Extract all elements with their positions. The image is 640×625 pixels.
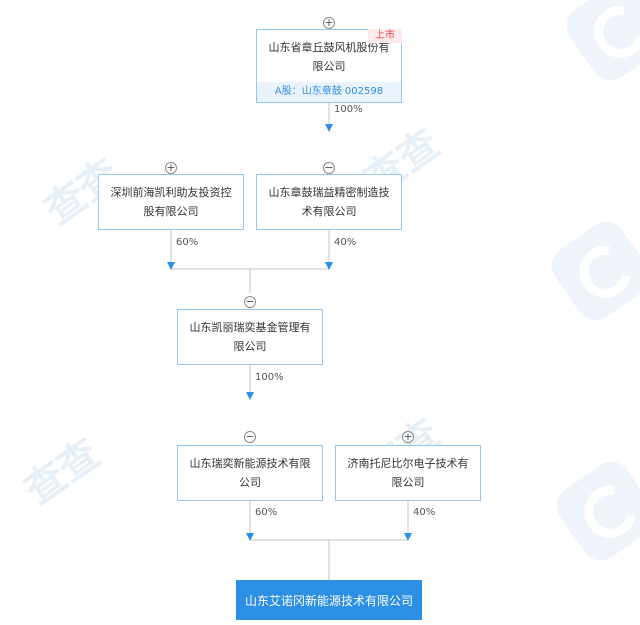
- node-target-ainuogang[interactable]: 山东艾诺冈新能源技术有限公司: [236, 580, 422, 620]
- node-name: 济南托尼比尔电子技术有限公司: [347, 457, 469, 489]
- node-zhanggu-ruiyi-jingmi[interactable]: 山东章鼓瑞益精密制造技术有限公司: [256, 174, 402, 230]
- arrow-head: [167, 262, 175, 270]
- node-name: 山东艾诺冈新能源技术有限公司: [244, 593, 413, 608]
- edge-percent-label: 60%: [176, 237, 199, 248]
- node-name: 山东凯丽瑞奕基金管理有限公司: [189, 321, 311, 353]
- arrow-head: [246, 533, 254, 541]
- collapse-toggle-icon[interactable]: −: [244, 295, 256, 308]
- arrow-head: [325, 262, 333, 270]
- expand-toggle-icon[interactable]: +: [402, 430, 414, 443]
- node-kaili-ruiyi-fund[interactable]: 山东凯丽瑞奕基金管理有限公司: [177, 309, 323, 365]
- node-shenzhen-qianhai[interactable]: 深圳前海凯利助友投资控股有限公司: [98, 174, 244, 230]
- expand-toggle-icon[interactable]: +: [165, 161, 177, 174]
- node-jinan-tuoni-bier[interactable]: 济南托尼比尔电子技术有限公司: [335, 445, 481, 501]
- edge-percent-label: 100%: [334, 104, 363, 115]
- node-name: 山东章鼓瑞益精密制造技术有限公司: [268, 186, 390, 218]
- edge-percent-label: 100%: [255, 372, 284, 383]
- stock-code[interactable]: A股：山东章鼓 002598: [257, 82, 401, 102]
- arrow-head: [404, 533, 412, 541]
- collapse-toggle-icon[interactable]: −: [323, 161, 335, 174]
- arrow-head: [325, 124, 333, 132]
- node-ruiyi-new-energy[interactable]: 山东瑞奕新能源技术有限公司: [177, 445, 323, 501]
- edge-percent-label: 40%: [413, 507, 436, 518]
- edge-percent-label: 60%: [255, 507, 278, 518]
- edge-percent-label: 40%: [334, 237, 357, 248]
- node-name: 深圳前海凯利助友投资控股有限公司: [110, 186, 232, 218]
- expand-toggle-icon[interactable]: +: [323, 16, 335, 29]
- node-shandong-zhanggu[interactable]: 山东省章丘鼓风机股份有限公司 上市 A股：山东章鼓 002598: [256, 29, 402, 103]
- collapse-toggle-icon[interactable]: −: [244, 430, 256, 443]
- node-name: 山东省章丘鼓风机股份有限公司: [268, 41, 390, 73]
- node-name: 山东瑞奕新能源技术有限公司: [189, 457, 311, 489]
- listed-badge: 上市: [368, 29, 402, 43]
- arrow-head: [246, 392, 254, 400]
